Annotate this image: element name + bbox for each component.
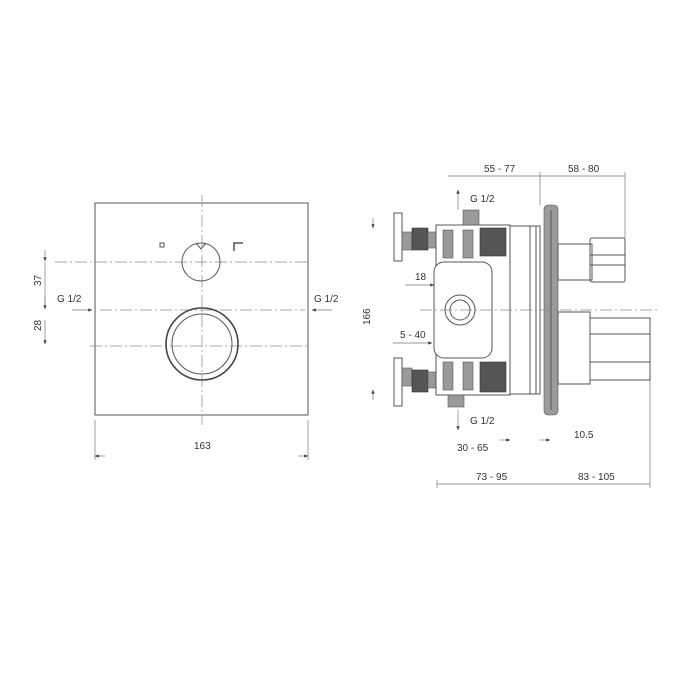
side-dim-58-80: 58 - 80: [568, 164, 600, 175]
side-dim-10-5: 10.5: [574, 430, 594, 441]
side-height-dim: 166: [362, 308, 373, 325]
diverter-knob: [181, 242, 221, 282]
thermostatic-handle-inner: [171, 313, 233, 375]
front-inlet-right-label: G 1/2: [314, 294, 339, 305]
side-dim-18: 18: [415, 272, 427, 283]
side-view: 166: [362, 164, 660, 488]
flow-outlet-b-icon: [233, 242, 243, 251]
side-dim-5-40: 5 - 40: [400, 330, 426, 341]
front-dim-28: 28: [33, 319, 44, 331]
side-top-outlet-label: G 1/2: [470, 194, 495, 205]
front-inlet-left-label: G 1/2: [57, 294, 82, 305]
flow-outlet-a-icon: [159, 242, 165, 248]
thermostatic-handle-side: [589, 317, 651, 381]
front-view: G 1/2 G 1/2 37 28 163: [33, 195, 339, 460]
side-dim-30-65: 30 - 65: [457, 443, 489, 454]
thermostatic-handle-outer: [165, 307, 239, 381]
front-dim-37: 37: [33, 274, 44, 286]
side-dim-55-77: 55 - 77: [484, 164, 516, 175]
front-cover-plate: [94, 202, 309, 416]
side-bottom-outlet-label: G 1/2: [470, 416, 495, 427]
front-width-dim: 163: [194, 441, 211, 452]
side-dim-83-105: 83 - 105: [578, 472, 615, 483]
diverter-stem: [589, 237, 626, 283]
side-dim-73-95: 73 - 95: [476, 472, 508, 483]
